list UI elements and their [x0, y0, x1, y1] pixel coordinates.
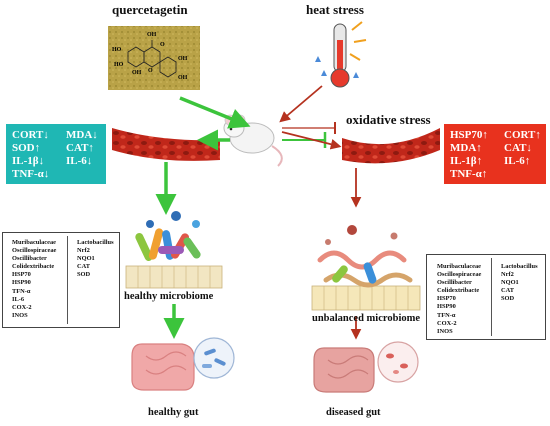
list-item: Oscillibacter: [12, 255, 47, 263]
caption-healthy-gut: healthy gut: [148, 407, 199, 418]
title-heat-stress: heat stress: [306, 2, 364, 17]
red-arrow-heat: [279, 85, 323, 123]
list-item: CAT: [77, 263, 91, 271]
mouse-icon: [223, 114, 283, 167]
list-item: Nrf2: [501, 271, 514, 279]
list-item: TFN-α: [437, 311, 456, 319]
molecule-label: O: [160, 42, 165, 48]
list-item: TFN-α: [12, 287, 31, 295]
marker-item: CORT↓: [12, 129, 49, 141]
marker-item: MDA↑: [450, 142, 482, 154]
list-item: Nrf2: [77, 247, 90, 255]
molecule-label: OH: [147, 32, 157, 38]
microbiome-icon-healthy: [125, 211, 223, 289]
molecule-label: OH: [178, 75, 188, 81]
divider: [491, 258, 492, 336]
molecule-label: HO: [112, 47, 122, 53]
list-item: Oscillospiraceae: [12, 247, 57, 255]
molecule-label: HO: [114, 62, 124, 68]
marker-item: IL-6↓: [66, 155, 93, 167]
marker-item: HSP70↑: [450, 129, 488, 141]
list-item: CAT: [501, 287, 515, 295]
intestine-icon-diseased: [313, 341, 419, 393]
treated-marker-box: CORT↓ SOD↑ IL-1β↓ TNF-α↓ MDA↓ CAT↑ IL-6↓: [6, 124, 106, 184]
list-item: HSP70: [12, 271, 31, 279]
list-item: INOS: [437, 327, 453, 335]
list-item: NQO1: [501, 279, 519, 287]
title-oxidative-stress: oxidative stress: [346, 112, 431, 127]
divider: [67, 236, 68, 324]
blood-vessel-icon-right: [342, 128, 440, 164]
marker-item: IL-1β↓: [12, 155, 45, 167]
molecule-label: O: [148, 68, 153, 74]
powder-sample-icon: [108, 26, 200, 90]
list-item: Colidextribacte: [437, 287, 480, 295]
list-item: Lactobacillus: [77, 239, 114, 246]
list-item: COX-2: [437, 319, 457, 327]
molecule-label: OH: [178, 56, 188, 62]
list-item: HSP90: [12, 279, 31, 287]
marker-item: CAT↓: [504, 142, 532, 154]
blood-vessel-icon-left: [112, 128, 220, 161]
list-item: NQO1: [77, 255, 95, 263]
marker-item: CORT↑: [504, 129, 541, 141]
title-quercetagetin: quercetagetin: [112, 2, 188, 17]
list-item: IL-6: [12, 295, 25, 303]
intestine-icon-healthy: [131, 337, 235, 391]
marker-item: TNF-α↓: [12, 168, 50, 180]
microbiome-icon-unbalanced: [311, 225, 421, 311]
list-item: Muribaculaceae: [12, 239, 57, 246]
healthy-list-box: Muribaculaceae Oscillospiraceae Oscillib…: [2, 232, 120, 328]
list-item: HSP70: [437, 295, 456, 303]
caption-diseased-gut: diseased gut: [326, 407, 381, 418]
stress-marker-box: HSP70↑ MDA↑ IL-1β↑ TNF-α↑ CORT↑ CAT↓ IL-…: [444, 124, 546, 184]
marker-item: MDA↓: [66, 129, 98, 141]
list-item: SOD: [501, 295, 515, 303]
marker-item: CAT↑: [66, 142, 94, 154]
caption-healthy-microbiome: healthy microbiome: [124, 291, 214, 302]
marker-item: IL-6↑: [504, 155, 531, 167]
list-item: Lactobacillus: [501, 263, 538, 270]
green-arrow-quercetagetin: [179, 96, 251, 129]
unbalanced-list-box: Muribaculaceae Oscillospiraceae Oscillib…: [426, 254, 546, 340]
marker-item: TNF-α↑: [450, 168, 488, 180]
list-item: COX-2: [12, 303, 32, 311]
marker-item: SOD↑: [12, 142, 41, 154]
red-arrow-to-vessel: [281, 131, 342, 150]
caption-unbalanced-microbiome: unbalanced microbiome: [312, 313, 421, 324]
list-item: SOD: [77, 271, 91, 279]
list-item: HSP90: [437, 303, 456, 311]
thermometer-icon: [315, 21, 367, 88]
list-item: Oscillospiraceae: [437, 271, 482, 279]
marker-item: IL-1β↑: [450, 155, 483, 167]
molecule-label: OH: [132, 70, 142, 76]
list-item: INOS: [12, 311, 28, 319]
list-item: Colidextribacte: [12, 263, 55, 271]
list-item: Muribaculaceae: [437, 263, 482, 270]
list-item: Oscillibacter: [437, 279, 472, 287]
